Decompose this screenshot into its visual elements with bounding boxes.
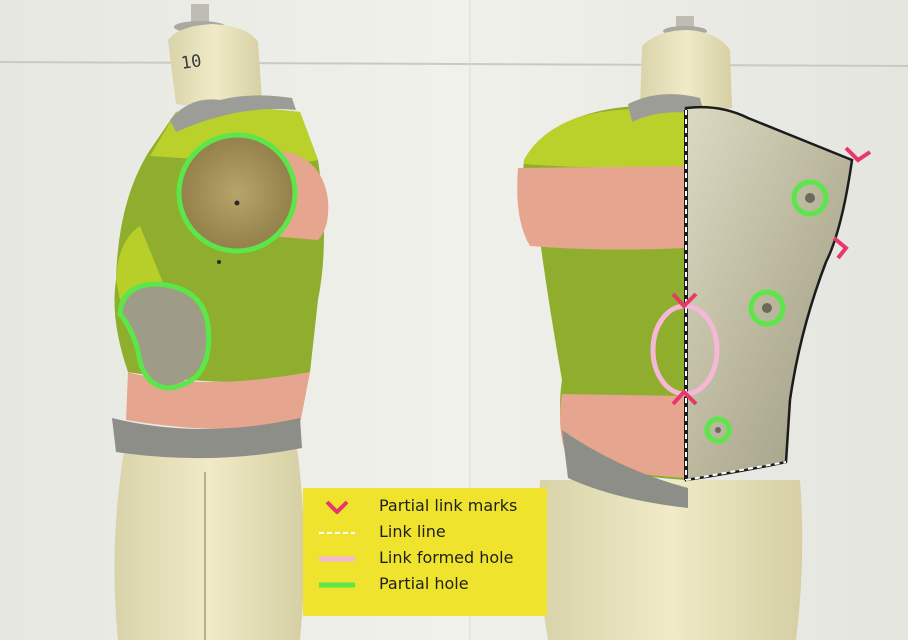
green-stroke-icon bbox=[317, 578, 357, 592]
v-mark-icon bbox=[317, 500, 357, 514]
dashed-line-icon bbox=[317, 526, 357, 540]
legend-label-partial-hole: Partial hole bbox=[379, 574, 469, 594]
partial-hole-lower-center bbox=[715, 427, 721, 433]
armhole-pin bbox=[235, 201, 240, 206]
partial-hole-middle-center bbox=[762, 303, 772, 313]
back-pink-band-upper bbox=[517, 166, 686, 250]
legend-label-link-hole: Link formed hole bbox=[379, 548, 513, 568]
legend: Partial link marks Link line Link formed… bbox=[303, 488, 547, 616]
legend-row-partial-hole: Partial hole bbox=[303, 572, 547, 598]
legend-row-marks: Partial link marks bbox=[303, 494, 547, 520]
armhole-plate bbox=[181, 137, 293, 249]
pink-stroke-icon bbox=[317, 552, 357, 566]
legend-label-marks: Partial link marks bbox=[379, 496, 517, 516]
partial-hole-upper-center bbox=[805, 193, 815, 203]
bodice-pin bbox=[217, 260, 221, 264]
legend-label-line: Link line bbox=[379, 522, 446, 542]
legend-row-link-hole: Link formed hole bbox=[303, 546, 547, 572]
stand-size-label: 10 bbox=[180, 51, 203, 74]
lower-body bbox=[114, 440, 304, 640]
legend-row-line: Link line bbox=[303, 520, 547, 546]
